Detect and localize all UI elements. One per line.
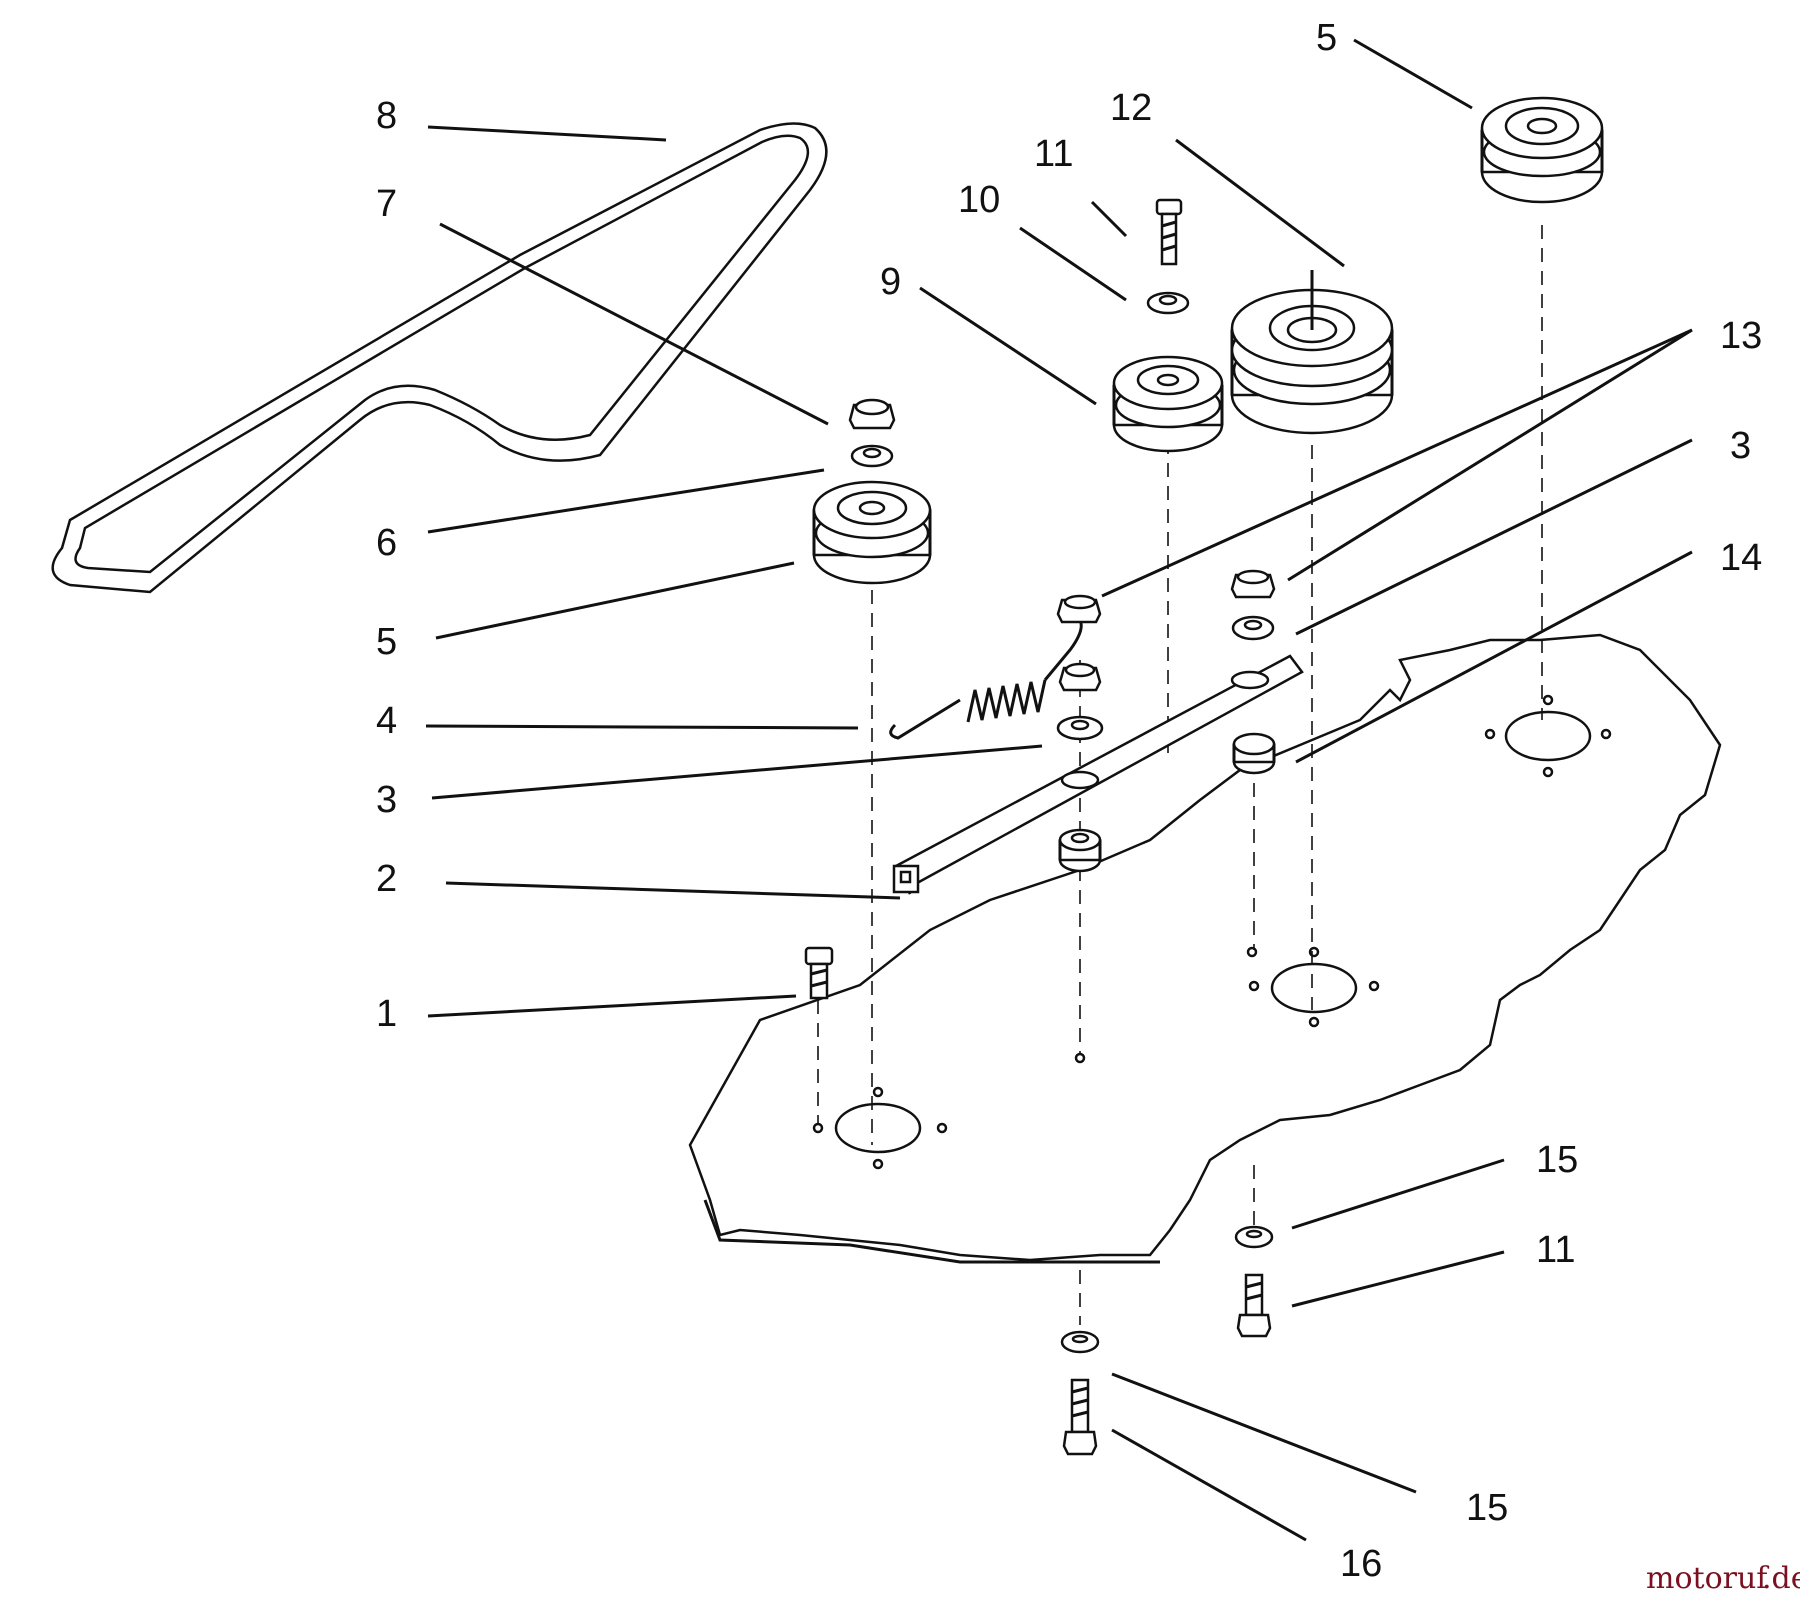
- callout-11-top: 11: [1034, 133, 1073, 175]
- washer-3-middle: [1056, 715, 1104, 741]
- leader-11-bottom: [1291, 1250, 1505, 1308]
- callout-1: 1: [376, 993, 397, 1035]
- leader-16: [1111, 1428, 1307, 1542]
- pulley-5-left: [812, 480, 932, 585]
- deck-bolt-hole: [812, 1122, 824, 1134]
- nut-13-middle-a: [1056, 594, 1102, 624]
- watermark-logo: motoruf .de: [1646, 1561, 1800, 1596]
- bolt-1: [804, 946, 834, 1000]
- callout-15-right: 15: [1536, 1139, 1578, 1181]
- leader-5-top: [1353, 38, 1473, 110]
- deck-hole-middle: [1270, 962, 1358, 1014]
- leader-2: [445, 881, 901, 900]
- spring-4: [889, 619, 1083, 740]
- bolt-11-bottom: [1236, 1273, 1272, 1338]
- leader-12: [1175, 138, 1345, 268]
- leader-13a: [1101, 328, 1693, 598]
- callout-6: 6: [376, 522, 397, 564]
- callout-8: 8: [376, 95, 397, 137]
- leader-7: [439, 222, 829, 426]
- callout-15-center: 15: [1466, 1487, 1508, 1529]
- deck-bolt-hole: [1368, 980, 1380, 992]
- leader-9: [919, 286, 1097, 406]
- callout-5-left: 5: [376, 621, 397, 663]
- leader-4: [425, 724, 859, 730]
- callout-12: 12: [1110, 87, 1152, 129]
- watermark-suffix: .de: [1762, 1561, 1800, 1596]
- deck-bolt-hole: [1248, 980, 1260, 992]
- leader-10: [1019, 226, 1127, 302]
- leader-8: [427, 125, 667, 142]
- leader-13b: [1287, 328, 1693, 582]
- washer-10: [1146, 291, 1190, 315]
- drive-belt-inner: [74, 134, 809, 574]
- pulley-5-top: [1480, 96, 1604, 204]
- pulley-12-double: [1230, 270, 1394, 435]
- leader-14: [1295, 550, 1693, 764]
- callout-10: 10: [958, 179, 1000, 221]
- nut-7: [848, 398, 896, 430]
- callout-labels: 8 7 6 5 4 3 2 1 9 10 11 12 5 13 3 14 15 …: [376, 17, 1762, 1585]
- washer-6: [850, 444, 894, 468]
- deck-bolt-hole: [1074, 1052, 1086, 1064]
- idler-arm-2: [892, 654, 1304, 895]
- leader-15-right: [1291, 1158, 1505, 1230]
- callout-11-bottom: 11: [1536, 1229, 1575, 1271]
- callout-2: 2: [376, 858, 397, 900]
- leader-1: [427, 994, 797, 1018]
- leader-3-right: [1295, 438, 1693, 636]
- deck-bolt-hole: [1600, 728, 1612, 740]
- bolt-16: [1062, 1378, 1098, 1456]
- bolt-11-top: [1155, 198, 1183, 266]
- washer-3-right: [1231, 615, 1275, 641]
- deck-plate-edge: [703, 1199, 1160, 1264]
- deck-plate: [688, 633, 1722, 1262]
- deck-bolt-hole: [1308, 1016, 1320, 1028]
- spacer-middle: [1058, 828, 1102, 873]
- deck-bolt-hole: [1246, 946, 1258, 958]
- callout-4: 4: [376, 700, 397, 742]
- deck-bolt-hole: [872, 1086, 884, 1098]
- callout-3-right: 3: [1730, 425, 1751, 467]
- deck-bolt-hole: [1542, 766, 1554, 778]
- callout-14: 14: [1720, 537, 1762, 579]
- callout-7: 7: [376, 183, 397, 225]
- deck-hole-left: [834, 1102, 922, 1154]
- deck-bolt-hole: [1484, 728, 1496, 740]
- bushing-14: [1232, 732, 1276, 775]
- leader-3-left: [431, 744, 1043, 800]
- watermark-brand: motoruf: [1646, 1561, 1769, 1596]
- pulley-9: [1112, 355, 1224, 453]
- leader-lines: [425, 38, 1693, 1542]
- callout-13: 13: [1720, 315, 1762, 357]
- callout-3-left: 3: [376, 779, 397, 821]
- deck-bolt-hole: [872, 1158, 884, 1170]
- washer-15-right: [1234, 1225, 1274, 1249]
- deck-bolt-hole: [1542, 694, 1554, 706]
- callout-16: 16: [1340, 1543, 1382, 1585]
- deck-hole-right: [1504, 710, 1592, 762]
- leader-15-center: [1111, 1372, 1417, 1494]
- callout-9: 9: [880, 261, 901, 303]
- deck-bolt-hole: [936, 1122, 948, 1134]
- leader-5-left: [435, 561, 795, 640]
- leader-6: [427, 468, 825, 534]
- nut-13-right: [1230, 569, 1276, 599]
- nut-13-middle-b: [1058, 662, 1102, 692]
- leader-11-top: [1090, 200, 1128, 238]
- callout-5-top: 5: [1316, 17, 1337, 59]
- washer-15-center: [1060, 1330, 1100, 1354]
